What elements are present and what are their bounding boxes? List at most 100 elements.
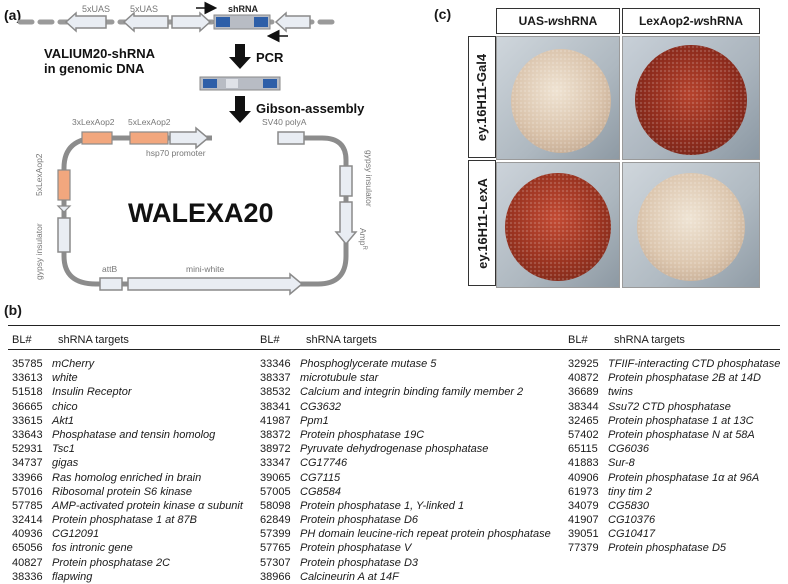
mini-white-label: mini-white: [186, 264, 225, 274]
shrna-target: Protein phosphatase 1, Y-linked 1: [300, 499, 465, 512]
shrna-target: Protein phosphatase V: [300, 542, 412, 555]
bl-number: 40827: [12, 556, 43, 569]
shrna-target: flapwing: [52, 570, 93, 583]
header-targets: shRNA targets: [614, 334, 685, 346]
shrna-target: twins: [608, 386, 634, 399]
bl-number: 57765: [260, 542, 291, 555]
shrna-target: CG10376: [608, 514, 656, 527]
pcr-label: PCR: [256, 50, 284, 65]
bl-number: 39065: [260, 471, 291, 484]
vector-name: WALEXA20: [128, 198, 274, 228]
bl-number: 62849: [260, 514, 291, 527]
table-row: 57765 Protein phosphatase V: [260, 541, 551, 555]
right-arrow-element: [274, 11, 311, 33]
shrna-target: Ribosomal protein S6 kinase: [52, 485, 193, 498]
lexaop5-top-label: 5xLexAop2: [128, 117, 171, 127]
table-row: 33643 Phosphatase and tensin homolog: [12, 428, 243, 442]
shrna-target: gigas: [52, 457, 79, 470]
table-header: BL#shRNA targets: [568, 333, 780, 347]
table-row: 39065 CG7115: [260, 471, 551, 485]
shrna-target: Protein phosphatase 1α at 96A: [608, 471, 760, 484]
valium-label-2: in genomic DNA: [44, 61, 145, 76]
bl-number: 58098: [260, 499, 291, 512]
hsp70-label: hsp70 promoter: [146, 148, 206, 158]
photo-uas-lexa: [496, 162, 620, 288]
bl-number: 65056: [12, 542, 43, 555]
header-targets: shRNA targets: [306, 334, 377, 346]
lexaop3-label: 3xLexAop2: [72, 117, 115, 127]
bl-number: 33966: [12, 471, 43, 484]
lexaop5-left-box: [57, 169, 71, 201]
col-header-lexaop: LexAop2-w shRNA: [622, 8, 760, 34]
uas-arrow-1: [64, 11, 107, 33]
gypsy-right-box: [339, 165, 353, 197]
shrna-target: Tsc1: [52, 443, 75, 456]
bl-number: 33643: [12, 428, 43, 441]
bl-number: 52931: [12, 443, 43, 456]
bl-number: 77379: [568, 542, 599, 555]
shrna-target: AMP-activated protein kinase α subunit: [52, 499, 243, 512]
bl-number: 57307: [260, 556, 291, 569]
shrna-target: CG7115: [300, 471, 341, 484]
row-label-gal4: ey.16H11-Gal4: [468, 36, 496, 158]
table-row: 57016 Ribosomal protein S6 kinase: [12, 485, 243, 499]
shrna-target: Pyruvate dehydrogenase phosphatase: [300, 443, 489, 456]
shrna-target: Sur-8: [608, 457, 635, 470]
shrna-target: Phosphatase and tensin homolog: [52, 428, 216, 441]
bl-number: 61973: [568, 485, 599, 498]
bl-number: 33346: [260, 358, 291, 370]
bl-number: 57016: [12, 485, 43, 498]
shrna-target: Protein phosphatase 1 at 87B: [52, 514, 197, 527]
bl-number: 41883: [568, 457, 599, 470]
table-row: 38972 Pyruvate dehydrogenase phosphatase: [260, 442, 551, 456]
bl-number: 57005: [260, 485, 291, 498]
attb-box: [99, 277, 123, 291]
bl-number: 38972: [260, 443, 291, 456]
photo-uas-gal4: [496, 36, 620, 160]
bl-number: 34079: [568, 499, 599, 512]
shrna-target: Ssu72 CTD phosphatase: [608, 400, 731, 413]
pcr-product: [199, 76, 281, 91]
sv40-box: [277, 131, 305, 145]
shrna-target: Protein phosphatase 2C: [52, 556, 171, 569]
table-row: 40827 Protein phosphatase 2C: [12, 556, 243, 570]
shrna-target: Protein phosphatase 2B at 14D: [608, 372, 761, 385]
header-bl: BL#: [260, 334, 280, 346]
valium-label-1: VALIUM20-shRNA: [44, 46, 156, 61]
shrna-target: Calcium and integrin binding family memb…: [300, 386, 524, 399]
shrna-target: chico: [52, 400, 78, 413]
bl-number: 38966: [260, 570, 291, 583]
bl-number: 57402: [568, 428, 599, 441]
row-label-lexa: ey.16H11-LexA: [468, 160, 496, 286]
table-row: 52931 Tsc1: [12, 442, 243, 456]
table-header: BL# shRNA targets: [260, 333, 551, 347]
shrna-target: CG6036: [608, 443, 649, 456]
promoter-arrow: [171, 11, 212, 33]
uas-label-1: 5xUAS: [82, 4, 110, 14]
shrna-target: Insulin Receptor: [52, 386, 132, 399]
col-header-uas: UAS-w shRNA: [496, 8, 620, 34]
table-row: 38532 Calcium and integrin binding family…: [260, 385, 551, 399]
bl-number: 38532: [260, 386, 291, 399]
